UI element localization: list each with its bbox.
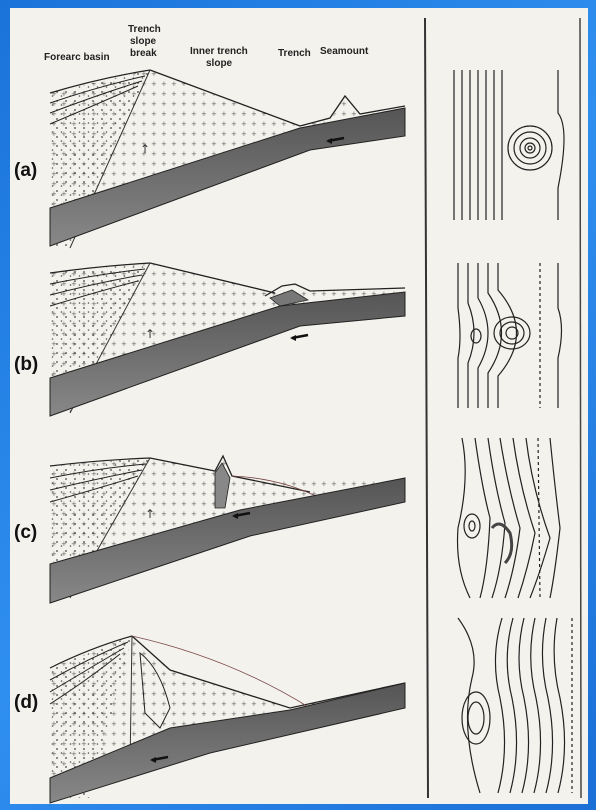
panel-label-c: (c) xyxy=(14,522,37,543)
svg-text:↑: ↑ xyxy=(145,507,155,521)
header-inner-slope-2: slope xyxy=(206,58,233,69)
figure-frame: + Forearc basin Trench slope break Inner… xyxy=(10,8,588,804)
header-inner-slope-1: Inner trench xyxy=(190,46,248,57)
header-trench-slope-2: slope xyxy=(130,36,157,47)
column-headers: Forearc basin Trench slope break Inner t… xyxy=(44,24,369,69)
header-trench: Trench xyxy=(278,48,311,59)
panel-label-a: (a) xyxy=(14,160,37,181)
map-view-b xyxy=(458,263,562,408)
map-view-a xyxy=(454,70,564,220)
divider-right xyxy=(580,18,581,798)
map-view-d xyxy=(458,618,572,793)
subduction-seamount-diagram: + Forearc basin Trench slope break Inner… xyxy=(10,8,588,804)
divider-left xyxy=(425,18,428,798)
panel-label-d: (d) xyxy=(14,692,38,713)
svg-text:↑: ↑ xyxy=(145,327,155,341)
panel-a-cross-section: ↑ xyxy=(50,70,405,248)
panel-d-cross-section xyxy=(50,636,405,803)
panel-c-cross-section: ↑ xyxy=(50,456,405,603)
header-seamount: Seamount xyxy=(320,46,369,57)
map-view-c xyxy=(458,438,561,598)
svg-text:↑: ↑ xyxy=(140,142,150,156)
header-trench-slope-1: Trench xyxy=(128,24,161,35)
header-trench-slope-3: break xyxy=(130,48,157,59)
panel-b-cross-section: ↑ xyxy=(50,263,405,416)
header-forearc-basin: Forearc basin xyxy=(44,52,110,63)
panel-label-b: (b) xyxy=(14,354,38,375)
